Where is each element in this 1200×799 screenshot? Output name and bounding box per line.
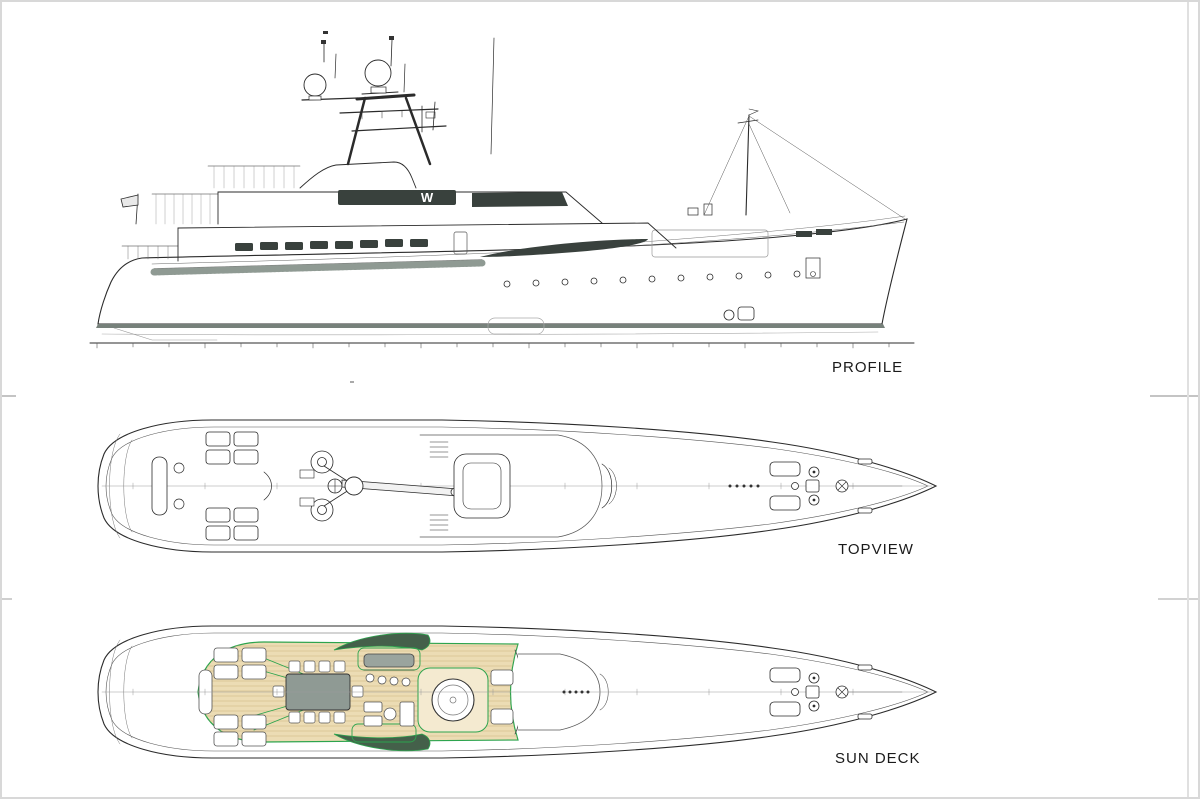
sundeck-forward — [101, 653, 933, 731]
hull-profile — [96, 215, 908, 335]
topview-label: TOPVIEW — [838, 541, 914, 558]
profile-label: PROFILE — [832, 359, 904, 376]
superstructure: W — [120, 161, 713, 262]
topview-deckhouse — [419, 434, 617, 538]
radar-arch — [301, 31, 495, 166]
sundeck-view — [97, 625, 937, 759]
topview-aft-deck — [151, 431, 272, 541]
yacht-logo: W — [421, 190, 434, 205]
jacuzzi — [417, 649, 523, 735]
topview-foredeck — [728, 458, 903, 514]
topview-view — [97, 419, 937, 553]
foremast-rigging — [703, 108, 906, 220]
waterline-ruler — [89, 327, 915, 349]
bar-lounge — [363, 653, 415, 727]
sundeck-label: SUN DECK — [835, 750, 921, 767]
profile-view: W — [89, 31, 915, 349]
topview-crane-mast — [299, 450, 460, 522]
